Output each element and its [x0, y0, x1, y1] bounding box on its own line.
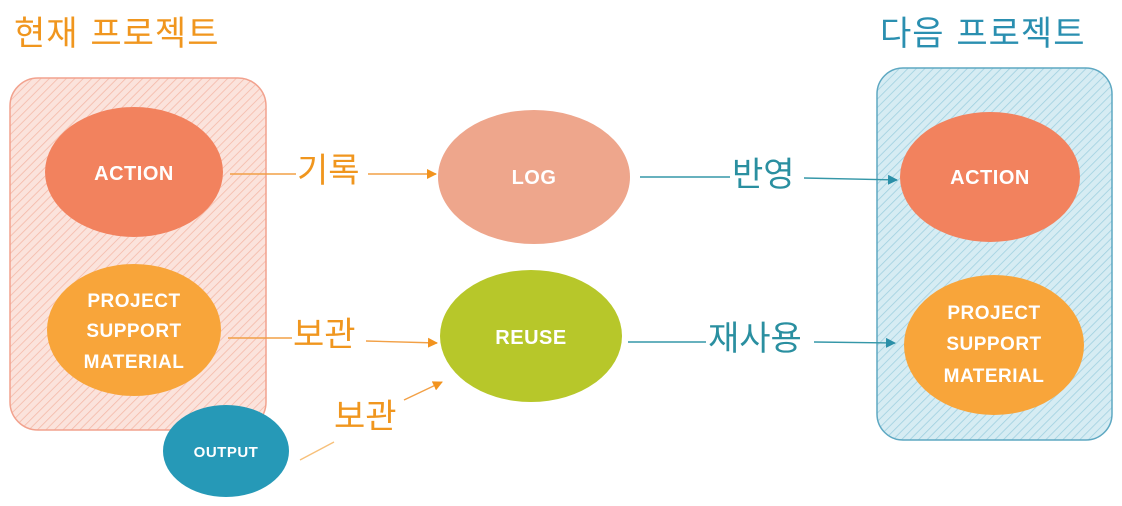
psm-node-current-line3: MATERIAL	[84, 352, 185, 373]
edge-label-store-2: 보관	[334, 397, 397, 437]
log-node	[438, 110, 630, 244]
next-project-heading: 다음 프로젝트	[880, 14, 1086, 54]
reuse-node	[440, 270, 622, 402]
edge-label-reflect: 반영	[732, 155, 795, 195]
action-node-current	[45, 107, 223, 237]
edge-label-reuse: 재사용	[708, 319, 802, 359]
output-node	[163, 405, 289, 497]
psm-node-current	[47, 264, 221, 396]
log-node-label: LOG	[512, 167, 557, 189]
psm-node-next-line1: PROJECT	[947, 303, 1040, 324]
action-node-next	[900, 112, 1080, 242]
action-node-current-label: ACTION	[94, 163, 174, 185]
psm-node-current-line1: PROJECT	[87, 291, 180, 312]
edge-reuse-to-psm-part2	[813, 337, 896, 348]
psm-node-next-line2: SUPPORT	[946, 334, 1041, 355]
edge-label-record: 기록	[297, 151, 360, 191]
action-node-next-label: ACTION	[950, 167, 1030, 189]
psm-node-current-line2: SUPPORT	[86, 321, 181, 342]
psm-node-next-line3: MATERIAL	[944, 366, 1045, 387]
psm-node-next	[904, 275, 1084, 415]
edge-psm-to-reuse-part2	[365, 337, 438, 348]
edge-log-to-action-part2	[803, 174, 898, 185]
reuse-node-label: REUSE	[495, 327, 566, 349]
current-project-heading: 현재 프로젝트	[14, 14, 220, 54]
edge-output-to-reuse-part2	[403, 381, 443, 401]
edge-output-to-reuse-part1	[299, 441, 335, 461]
edge-label-store-1: 보관	[293, 315, 356, 355]
output-node-label: OUTPUT	[194, 444, 259, 461]
